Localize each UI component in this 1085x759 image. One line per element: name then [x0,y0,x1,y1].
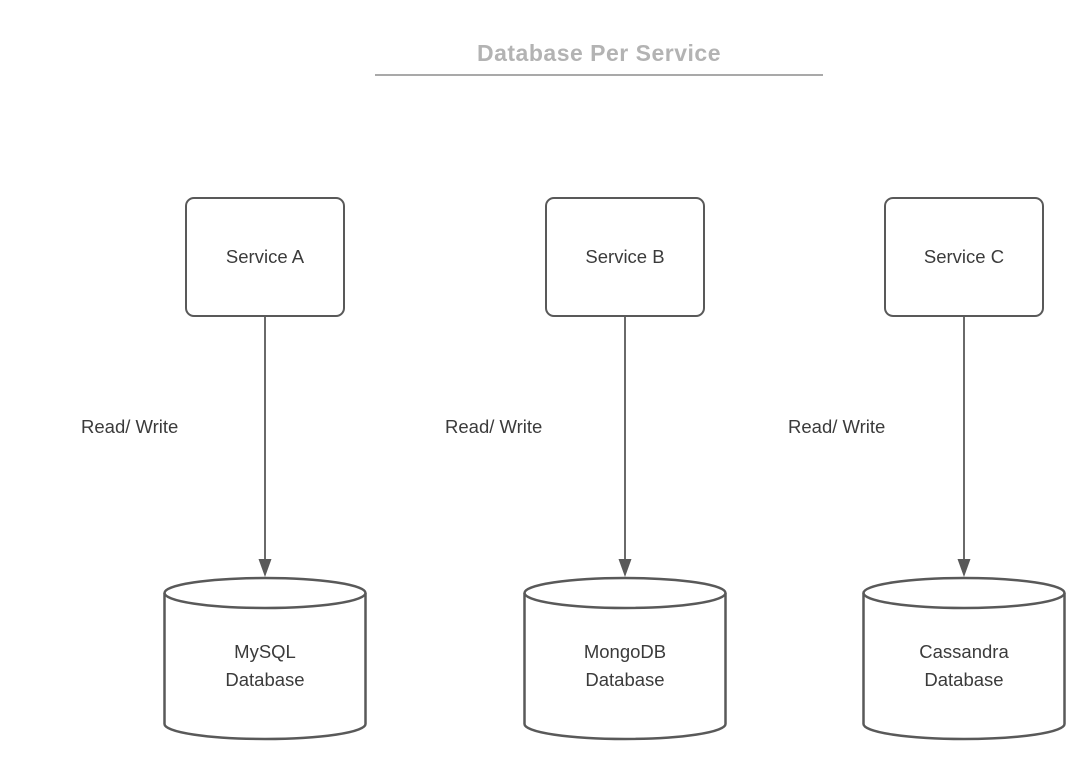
database-label-line2: Database [225,669,305,690]
cassandra-database-node: Cassandra Database [862,576,1066,742]
mongodb-database-label: MongoDB Database [523,638,727,694]
database-cylinder-icon [862,576,1066,741]
mysql-database-node: MySQL Database [163,576,367,742]
arrow-service-a-to-mysql [258,317,272,577]
service-a-node: Service A [185,197,345,317]
database-label-line1: Cassandra [919,641,1009,662]
edge-label-read-write-b: Read/ Write [445,416,543,437]
arrow-service-b-to-mongodb [618,317,632,577]
edge-label-read-write-c: Read/ Write [788,416,886,437]
database-label-line1: MongoDB [583,641,667,662]
service-c-label: Service C [923,246,1005,267]
diagram-title: Database Per Service [477,40,721,66]
database-label-line1: MySQL [234,641,296,662]
database-label-line2: Database [924,669,1004,690]
service-b-label: Service B [585,246,665,267]
service-c-node: Service C [884,197,1044,317]
database-label-line2: Database [585,669,665,690]
title-underline [375,74,823,76]
cassandra-database-label: Cassandra Database [862,638,1066,694]
edge-label-read-write-a: Read/ Write [81,416,179,437]
mongodb-database-node: MongoDB Database [523,576,727,742]
service-b-node: Service B [545,197,705,317]
database-cylinder-icon [163,576,367,741]
diagram-title-block: Database Per Service [375,40,823,76]
database-cylinder-icon [523,576,727,741]
service-a-label: Service A [225,246,305,267]
arrow-service-c-to-cassandra [957,317,971,577]
mysql-database-label: MySQL Database [163,638,367,694]
